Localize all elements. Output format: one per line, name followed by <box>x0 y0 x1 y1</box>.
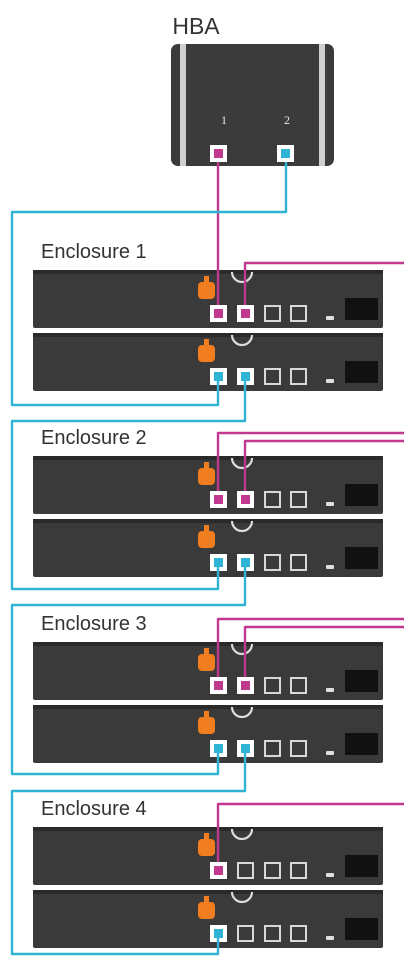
hba-title: HBA <box>172 13 220 39</box>
status-led <box>326 565 334 569</box>
hba-port-2 <box>277 145 294 162</box>
status-led <box>326 316 334 320</box>
enclosure-1-module-top-port-2 <box>237 305 254 322</box>
magenta-cable-enclosure-3-in <box>216 617 404 677</box>
hba-right-bracket <box>319 44 325 166</box>
magenta-cable-enclosure-2-in <box>216 431 404 491</box>
cables <box>10 162 404 956</box>
enclosure-4-module-bottom-port-2 <box>237 925 254 942</box>
enclosure-3-module-top <box>33 642 383 700</box>
enclosure-3-module-bottom-port-3 <box>264 740 281 757</box>
enclosure-2-module-bottom <box>33 519 383 577</box>
hba-card: 1 2 <box>171 44 334 166</box>
magenta-cable-enclosure-1-out <box>243 261 404 305</box>
vent <box>345 298 378 320</box>
cyan-cable-enclosure-1-to-2 <box>10 376 247 591</box>
enclosure-4-module-bottom-port-3 <box>264 925 281 942</box>
status-led <box>326 873 334 877</box>
enclosure-4-module-top-port-4 <box>290 862 307 879</box>
enclosure-3-title: Enclosure 3 <box>41 613 147 635</box>
vent <box>345 547 378 569</box>
vent <box>345 484 378 506</box>
enclosure-4-module-bottom-port-4 <box>290 925 307 942</box>
enclosure-4-title: Enclosure 4 <box>41 798 147 820</box>
hba-port-1 <box>210 145 227 162</box>
status-led <box>326 379 334 383</box>
enclosure-2-module-bottom-port-3 <box>264 554 281 571</box>
enclosure-1-module-bottom <box>33 333 383 391</box>
enclosure-2-module-bottom-port-4 <box>290 554 307 571</box>
hba-port-2-label: 2 <box>284 113 290 127</box>
vent <box>345 918 378 940</box>
enclosure-1-module-top-port-3 <box>264 305 281 322</box>
enclosure-2-module-top-port-2 <box>237 491 254 508</box>
magenta-cable-enclosure-3-out <box>243 625 404 677</box>
cyan-cable-enclosure-3-to-4 <box>10 748 247 956</box>
vent <box>345 670 378 692</box>
enclosure-4-module-bottom <box>33 890 383 948</box>
cyan-cable-hba-to-enclosure-1 <box>10 162 288 407</box>
enclosure-2-title: Enclosure 2 <box>41 427 147 449</box>
magenta-cable-enclosure-4-in <box>216 802 404 862</box>
status-led <box>326 688 334 692</box>
cyan-cable-enclosure-2-to-3 <box>10 562 247 776</box>
status-led <box>326 751 334 755</box>
enclosure-3-module-top-port-1 <box>210 677 227 694</box>
enclosure-3-module-bottom-port-4 <box>290 740 307 757</box>
enclosure-4-module-top-port-2 <box>237 862 254 879</box>
enclosure-4-module-top-port-1 <box>210 862 227 879</box>
enclosure-2-module-top-port-3 <box>264 491 281 508</box>
enclosure-modules <box>33 270 383 948</box>
enclosure-4-module-top-port-3 <box>264 862 281 879</box>
enclosure-1-title: Enclosure 1 <box>41 241 147 263</box>
hba-left-bracket <box>180 44 186 166</box>
enclosure-1-module-top-port-4 <box>290 305 307 322</box>
hba-port-1-label: 1 <box>221 113 227 127</box>
enclosure-1-module-bottom-port-4 <box>290 368 307 385</box>
vent <box>345 855 378 877</box>
magenta-cable-enclosure-2-out <box>243 439 404 491</box>
enclosure-1-module-top-port-1 <box>210 305 227 322</box>
enclosure-2-module-top <box>33 456 383 514</box>
enclosure-3-module-top-port-4 <box>290 677 307 694</box>
enclosure-2-module-top-port-1 <box>210 491 227 508</box>
enclosure-1-module-top <box>33 270 383 328</box>
vent <box>345 361 378 383</box>
hba-card-body <box>171 44 334 166</box>
status-led <box>326 936 334 940</box>
enclosure-4-module-top <box>33 827 383 885</box>
enclosure-3-module-top-port-3 <box>264 677 281 694</box>
enclosure-2-module-top-port-4 <box>290 491 307 508</box>
status-led <box>326 502 334 506</box>
vent <box>345 733 378 755</box>
enclosure-3-module-bottom <box>33 705 383 763</box>
enclosure-1-module-bottom-port-3 <box>264 368 281 385</box>
enclosure-3-module-top-port-2 <box>237 677 254 694</box>
